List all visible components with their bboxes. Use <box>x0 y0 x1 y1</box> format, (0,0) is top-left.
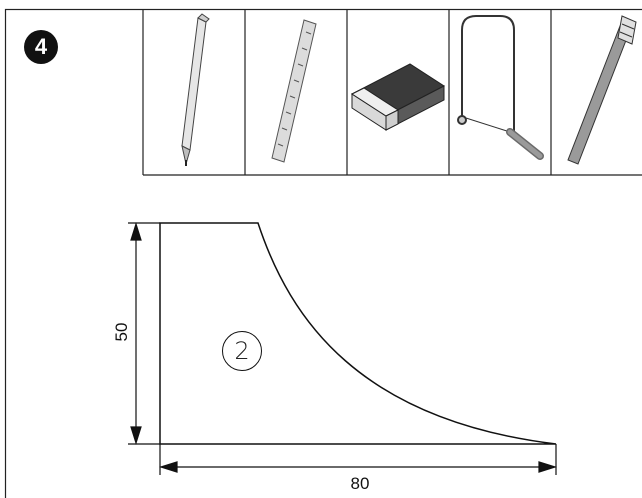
ruler-icon <box>271 19 317 163</box>
width-dimension-label: 80 <box>350 474 370 493</box>
height-dimension-label: 50 <box>112 322 131 342</box>
width-dimension <box>158 444 558 475</box>
step-number-badge: 4 <box>24 30 58 64</box>
file-icon <box>567 15 637 165</box>
tool-strip <box>142 9 642 176</box>
part-outline <box>159 222 557 445</box>
outer-frame <box>4 8 642 498</box>
eraser-icon <box>350 63 445 131</box>
pencil-icon <box>181 13 210 166</box>
coping-saw-icon <box>457 15 544 160</box>
height-dimension <box>128 221 160 446</box>
part-number-label: 2 <box>222 331 262 371</box>
